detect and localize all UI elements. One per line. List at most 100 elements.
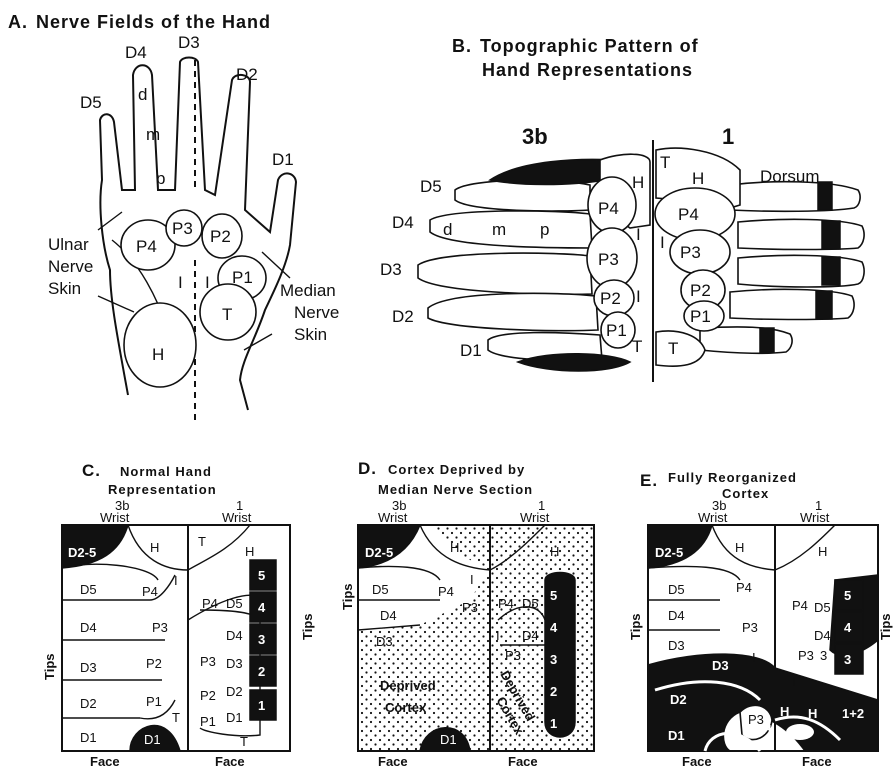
b-pad-p4-1: P4 xyxy=(678,205,699,224)
c-p1: P1 xyxy=(146,694,162,709)
panel-c-wrist-1: Wrist xyxy=(222,510,252,525)
e-d4: D4 xyxy=(668,608,685,623)
panel-c-face-3b: Face xyxy=(90,754,120,769)
pad-label-p1: P1 xyxy=(232,268,253,287)
e-d5-1: D5 xyxy=(814,600,831,615)
b-digit-d5: D5 xyxy=(420,177,442,196)
panel-d-face-1: Face xyxy=(508,754,538,769)
b-segment-p: p xyxy=(540,220,549,239)
b-digit-d2: D2 xyxy=(392,307,414,326)
panel-b: B. Topographic Pattern of Hand Represent… xyxy=(380,36,864,382)
b-pad-i-3b: I xyxy=(636,225,641,244)
c-p1-1: P1 xyxy=(200,714,216,729)
panel-e-tips-right: Tips xyxy=(878,614,893,641)
d-h-3b: H xyxy=(450,540,459,555)
pad-label-p2: P2 xyxy=(210,227,231,246)
e-h-c: H xyxy=(762,722,771,737)
panel-a: A. Nerve Fields of the Hand D5 D4 D3 D2 … xyxy=(8,12,339,420)
panel-d-title-1: Cortex Deprived by xyxy=(388,462,525,477)
panel-e-letter: E. xyxy=(640,471,658,490)
median-label-1: Median xyxy=(280,281,336,300)
b-digit-d4: D4 xyxy=(392,213,414,232)
panel-d-tips: Tips xyxy=(340,584,355,611)
b-pad-p2-1: P2 xyxy=(690,281,711,300)
c-t: T xyxy=(172,710,180,725)
panel-b-title-1: Topographic Pattern of xyxy=(480,36,699,56)
e-n5: 5 xyxy=(844,588,851,603)
c-t-top: T xyxy=(198,534,206,549)
c-p3-1: P3 xyxy=(200,654,216,669)
d-d5-1: D5 xyxy=(522,596,539,611)
c-d3-1: D3 xyxy=(226,656,243,671)
panel-e-face-1: Face xyxy=(802,754,832,769)
c-n4: 4 xyxy=(258,600,266,615)
c-p4: P4 xyxy=(142,584,158,599)
ulnar-label-1: Ulnar xyxy=(48,235,89,254)
digit-label-d5: D5 xyxy=(80,93,102,112)
pad-label-p3: P3 xyxy=(172,219,193,238)
c-d4: D4 xyxy=(80,620,97,635)
e-h-a: H xyxy=(780,704,789,719)
panel-b-area-1: 1 xyxy=(722,124,734,149)
panel-d-wrist-1: Wrist xyxy=(520,510,550,525)
c-d25: D2-5 xyxy=(68,545,96,560)
d-i-1: I xyxy=(496,628,500,643)
b-pad-p3-1: P3 xyxy=(680,243,701,262)
digit-label-d2: D2 xyxy=(236,65,258,84)
e-h-b: H xyxy=(808,706,817,721)
c-n5: 5 xyxy=(258,568,265,583)
panel-c-title-2: Representation xyxy=(108,482,217,497)
d-cortex-3b: Cortex xyxy=(385,700,427,715)
pad-label-i1: I xyxy=(178,273,183,292)
e-h-3b: H xyxy=(735,540,744,555)
e-n3: 3 xyxy=(844,652,851,667)
c-d1: D1 xyxy=(80,730,97,745)
panel-b-title-2: Hand Representations xyxy=(482,60,693,80)
panel-d-face-3b: Face xyxy=(378,754,408,769)
panel-e-wrist-3b: Wrist xyxy=(698,510,728,525)
e-d1-2: D1 xyxy=(730,736,747,751)
panel-c: C. Normal Hand Representation 3b Wrist 1… xyxy=(42,461,315,769)
b-pad-h-3b: H xyxy=(632,173,644,192)
d-p4: P4 xyxy=(438,584,454,599)
c-n1: 1 xyxy=(258,698,265,713)
d-n3: 3 xyxy=(550,652,557,667)
c-d2: D2 xyxy=(80,696,97,711)
d-n2: 2 xyxy=(550,684,557,699)
b-pad-t2-1: T xyxy=(668,339,678,358)
c-d4-1: D4 xyxy=(226,628,243,643)
b-digit-d3: D3 xyxy=(380,260,402,279)
c-h-3b: H xyxy=(150,540,159,555)
d-p3: P3 xyxy=(462,600,478,615)
e-p4: P4 xyxy=(736,580,752,595)
c-p3: P3 xyxy=(152,620,168,635)
d-d1-black: D1 xyxy=(440,732,457,747)
c-p2-1: P2 xyxy=(200,688,216,703)
panel-e-wrist-1: Wrist xyxy=(800,510,830,525)
c-d5: D5 xyxy=(80,582,97,597)
pad-label-t: T xyxy=(222,305,232,324)
pad-label-i2: I xyxy=(205,273,210,292)
panel-a-letter: A. xyxy=(8,12,28,32)
c-d5-1: D5 xyxy=(226,596,243,611)
b-segment-d: d xyxy=(443,220,452,239)
b-pad-t-1: T xyxy=(660,153,670,172)
b-pad-i-1: I xyxy=(660,233,665,252)
e-h-1: H xyxy=(818,544,827,559)
b-pad-p1-3b: P1 xyxy=(606,321,627,340)
e-d25: D2-5 xyxy=(655,545,683,560)
b-pad-p1-1: P1 xyxy=(690,307,711,326)
panel-c-tips-right: Tips xyxy=(300,614,315,641)
e-d5: D5 xyxy=(668,582,685,597)
c-h-1: H xyxy=(245,544,254,559)
e-d4-1: D4 xyxy=(814,628,831,643)
b-pad-p2-3b: P2 xyxy=(600,289,621,308)
pad-label-h: H xyxy=(152,345,164,364)
c-i: I xyxy=(174,573,178,588)
d-n4: 4 xyxy=(550,620,558,635)
c-d3: D3 xyxy=(80,660,97,675)
panel-d: D. Cortex Deprived by Median Nerve Secti… xyxy=(340,459,594,769)
segment-label-d: d xyxy=(138,85,147,104)
e-p4-1: P4 xyxy=(792,598,808,613)
